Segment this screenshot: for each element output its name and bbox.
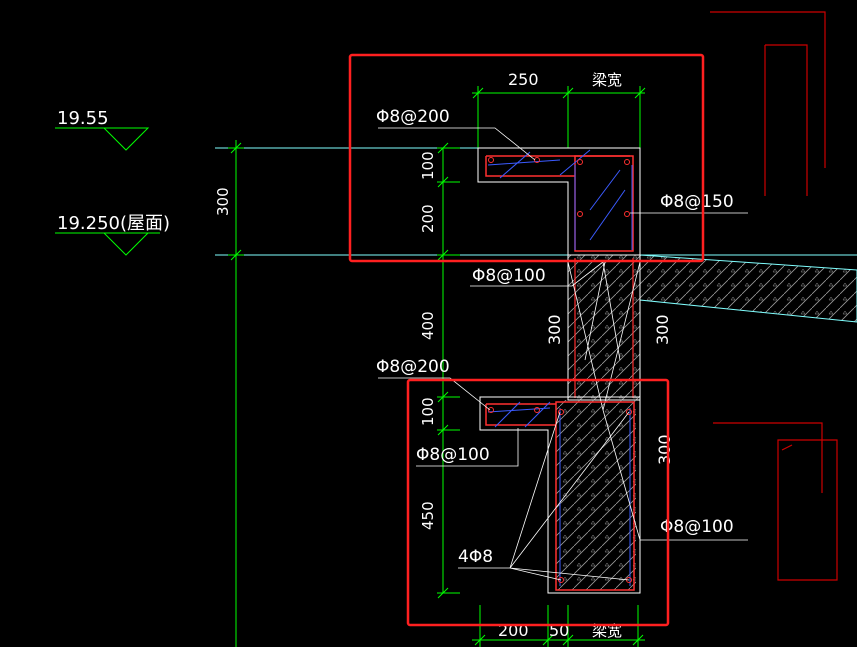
label-upper-distribution: Φ8@200	[376, 107, 450, 127]
partial-detail-bottom-outer	[713, 422, 823, 493]
middle-stirrup	[574, 258, 634, 398]
label-lower-flange-stirrup: Φ8@100	[416, 445, 490, 465]
lower-flange-thickness-text: 100	[419, 397, 437, 426]
upper-flange-bar	[485, 155, 630, 177]
lower-stirrup	[555, 401, 635, 591]
right-partial-details	[710, 11, 838, 581]
highlight-box-lower	[406, 378, 670, 627]
label-corner-bars: 4Φ8	[458, 547, 493, 567]
top-width-text: 250	[508, 70, 539, 89]
elevation-lower-text: 19.250(屋面)	[57, 213, 170, 234]
leader-lines	[378, 127, 748, 581]
upper-stirrup	[574, 155, 634, 252]
elevation-triangle-icon	[102, 127, 150, 151]
leader-lower-flange-stirrup	[416, 428, 519, 467]
label-middle-stirrup: Φ8@100	[472, 266, 546, 286]
middle-beam	[567, 254, 641, 411]
leader-upper-distribution	[378, 127, 536, 161]
middle-beam-body	[567, 254, 641, 401]
upper-flange-thickness-text: 100	[419, 151, 437, 180]
roof-slab-hatched	[639, 254, 857, 323]
leader-corner-bars	[458, 411, 630, 581]
upper-section	[477, 147, 641, 256]
overall-height-text: 300	[214, 187, 232, 216]
label-lower-distribution: Φ8@200	[376, 357, 450, 377]
overall-height-dimension	[228, 140, 244, 647]
partial-detail-top-inner	[764, 44, 808, 196]
lower-flange-bar	[485, 403, 556, 426]
lower-blue-reinforcement	[487, 401, 631, 586]
leader-lower-stirrup	[602, 409, 748, 541]
label-lower-stirrup: Φ8@100	[660, 517, 734, 537]
upper-blue-reinforcement	[487, 149, 633, 250]
partial-detail-top-outer	[710, 11, 826, 168]
leader-lower-distribution	[378, 377, 491, 411]
highlight-box-upper	[348, 53, 705, 263]
lower-right-dimension-text: 300	[655, 434, 674, 465]
middle-beam-left-text: 300	[545, 314, 564, 345]
section-vertical-dimensions	[437, 142, 460, 599]
lower-beam-hatch	[556, 400, 636, 590]
lower-section-outline	[479, 396, 641, 594]
elevation-marker-upper: 19.55	[55, 108, 150, 151]
elevation-marker-lower: 19.250(屋面)	[55, 213, 170, 256]
lower-section	[479, 396, 641, 594]
top-horizontal-dimension	[472, 86, 646, 148]
bottom-beam-width-text: 梁宽	[592, 622, 622, 640]
leader-middle-stirrup	[470, 261, 604, 287]
upper-rebar-dots	[488, 157, 630, 217]
middle-beam-right-text: 300	[653, 314, 672, 345]
elevation-upper-text: 19.55	[57, 108, 109, 129]
label-upper-stirrup: Φ8@150	[660, 192, 734, 212]
elevation-triangle-icon	[102, 232, 150, 256]
partial-detail-bottom-inner	[777, 439, 838, 581]
upper-web-height-text: 200	[419, 204, 437, 233]
middle-height-text: 400	[419, 311, 437, 340]
level-lines	[215, 147, 857, 256]
partial-detail-bottom-mark	[781, 444, 793, 451]
lower-web-height-text: 450	[419, 501, 437, 530]
top-beam-width-text: 梁宽	[592, 71, 622, 89]
